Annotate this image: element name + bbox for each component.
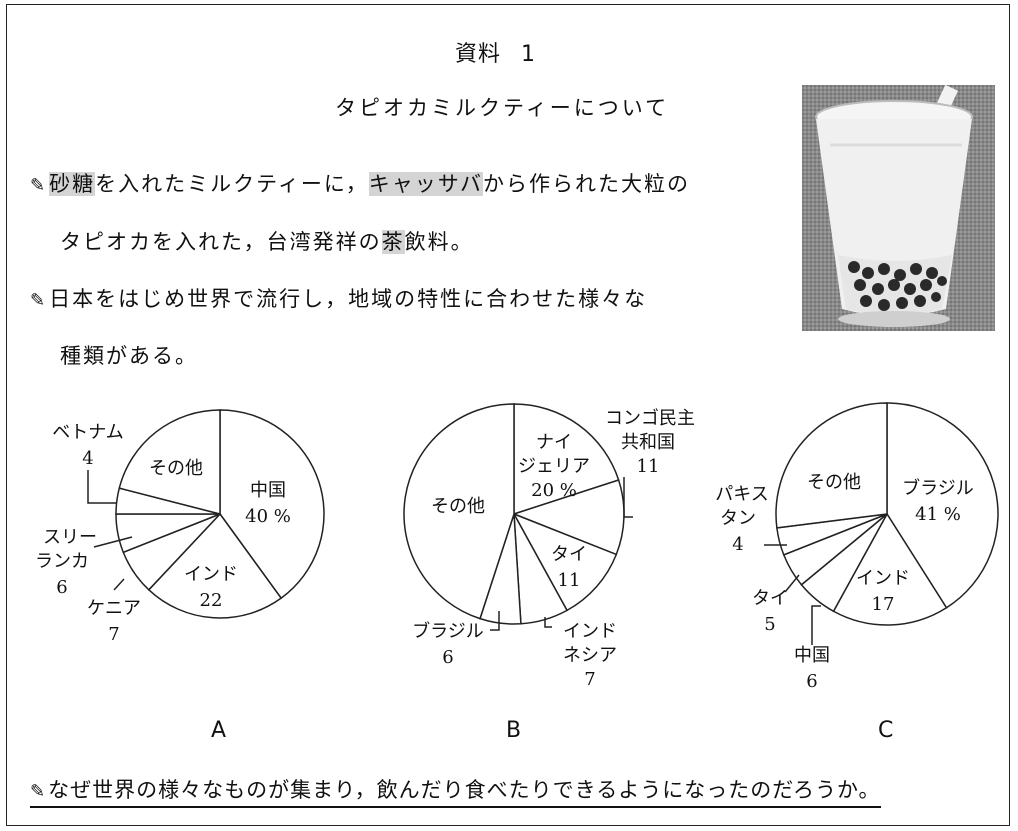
bullet-text: 飲料。 [404,230,474,254]
slice-value: 4 [732,534,743,555]
pie-slice [403,403,515,620]
title-number: 1 [521,42,537,67]
slice-label: タン [720,508,756,529]
slice-label: その他 [807,472,861,493]
slice-value: 11 [637,456,660,477]
slice-value: 41 % [915,504,961,525]
chart-caption-a: A [211,718,227,743]
title-label: 資料 [455,42,502,67]
slice-label: 中国 [794,645,830,666]
pie-chart-a: 中国 40 % インド 22 ケニア 7 スリー ランカ 6 ベトナム 4 その… [35,409,325,645]
bullet-text: 日本をはじめ世界で流行し，地域の特性に合わせた様々な [49,287,648,311]
slice-label: ネシア [563,645,617,666]
slice-label: パキス [715,484,768,505]
leader-line [93,536,133,548]
pie-slice [832,512,948,626]
pencil-icon: ✎ [30,175,48,196]
bullet-text: から作られた大粒の [482,172,690,196]
leader-line [784,574,800,593]
slice-value: 40 % [245,506,291,527]
slice-label: コンゴ民主 [605,408,695,429]
slice-value: 7 [108,624,119,645]
pie-chart-c: ブラジル 41 % インド 17 中国 6 タイ 5 パキス タン 4 その他 [715,402,999,692]
document-frame [6,4,1010,826]
slice-label: 中国 [250,480,286,501]
leader-line [811,605,821,645]
bullet-line-1: ✎砂糖を入れたミルクティーに，キャッサバから作られた大粒の [30,168,690,198]
pie-slice [512,512,618,612]
slice-label: ベトナム [52,422,123,443]
slice-label: タイ [551,544,587,565]
slice-label: インド [184,564,238,585]
leader-line [623,477,633,518]
slice-value: 6 [442,647,453,668]
question-text: なぜ世界の様々なものが集まり，飲んだり食べたりできるようになったのだろうか。 [48,778,881,802]
pie-slice [775,402,888,529]
slice-label: ブラジル [412,620,484,642]
bullet-line-3: ✎日本をはじめ世界で流行し，地域の特性に合わせた様々な [30,283,647,313]
slice-label: ランカ [35,551,89,572]
page-title: 資料 1 [455,36,536,68]
slice-value: 6 [806,671,817,692]
bullet-line-4: 種類がある。 [60,340,198,370]
leader-lines [87,470,821,645]
bullet-text: 種類がある。 [60,344,198,368]
pencil-icon: ✎ [30,290,48,311]
bullet-line-2: タピオカを入れた，台湾発祥の茶飲料。 [60,226,474,256]
slice-label: インド [563,621,617,642]
slice-label: タイ [752,588,788,609]
slice-value: 11 [558,570,581,591]
slice-value: 7 [584,669,595,690]
chart-caption-c: C [878,718,894,743]
pie-slice [219,409,325,600]
page-subtitle: タピオカミルクティーについて [335,96,670,120]
question-line: ✎なぜ世界の様々なものが集まり，飲んだり食べたりできるようになったのだろうか。 [30,774,881,808]
leader-line [490,611,500,631]
pie-slice [118,409,221,515]
pencil-icon: ✎ [30,781,47,802]
pie-slice [513,403,620,516]
highlight-cassava: キャッサバ [368,172,483,196]
slice-label: ジェリア [518,456,590,477]
highlight-tea: 茶 [381,230,405,254]
slice-label: インド [856,568,910,589]
tapioca-tea-photo [802,85,995,331]
slice-value: 4 [82,448,93,469]
chart-caption-b: B [506,718,522,743]
slice-label: その他 [431,496,485,517]
slice-value: 5 [764,614,775,635]
slice-label: ブラジル [902,477,974,499]
leader-line [544,617,552,628]
slice-label: その他 [149,458,203,479]
slice-value: 22 [200,590,223,611]
leader-line [113,578,125,591]
bullet-text: タピオカを入れた，台湾発祥の [60,230,382,254]
slice-label: ケニア [87,598,141,619]
pie-chart-b: ナイ ジェリア 20 % コンゴ民主 共和国 11 タイ 11 インド ネシア … [403,403,695,690]
highlight-sugar: 砂糖 [49,172,96,196]
slice-label: ナイ [536,432,572,453]
slice-label: 共和国 [621,432,675,453]
slice-value: 20 % [531,480,577,501]
slice-value: 6 [56,577,67,598]
bullet-text: を入れたミルクティーに， [95,172,369,196]
pie-slice [147,512,283,619]
slice-label: スリー [43,527,97,548]
slice-value: 17 [872,594,895,615]
leader-line [87,470,117,504]
